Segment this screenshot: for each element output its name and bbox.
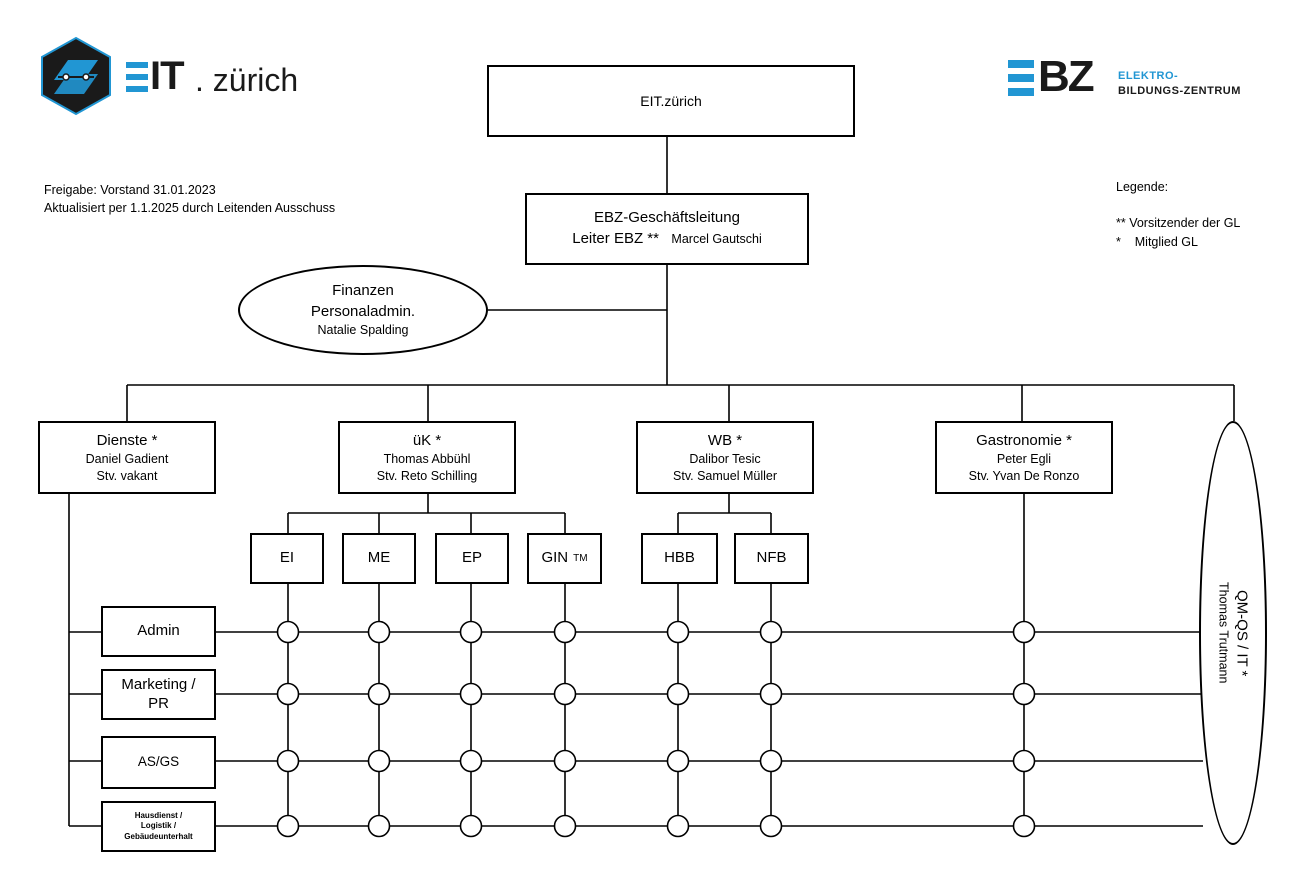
service-label: Hausdienst / Logistik / Gebäudeunterhalt xyxy=(124,810,193,841)
ebz-logo-letters: BZ xyxy=(1038,52,1095,101)
sub-unit-label: HBB xyxy=(664,549,695,567)
matrix-node xyxy=(367,749,391,773)
sub-unit-label: NFB xyxy=(756,549,787,567)
department-deputy: Stv. Samuel Müller xyxy=(673,468,777,483)
qm-name: Thomas Trutmann xyxy=(1216,582,1231,684)
department-head: Dalibor Tesic xyxy=(689,451,761,466)
matrix-node xyxy=(1012,620,1036,644)
matrix-node xyxy=(759,620,783,644)
qm-text: QM-QS / IT * Thomas Trutmann xyxy=(1214,582,1251,683)
management-box: EBZ-Geschäftsleitung Leiter EBZ ** Marce… xyxy=(525,193,809,265)
legend: Legende: ** Vorsitzender der GL * Mitgli… xyxy=(1116,160,1240,269)
service-as-gs: AS/GS xyxy=(101,736,216,789)
top-box-title: EIT.zürich xyxy=(640,92,702,109)
matrix-node xyxy=(759,682,783,706)
service-marketing-pr: Marketing / PR xyxy=(101,669,216,720)
eit-logo-prefix: IT xyxy=(150,54,185,98)
service-label: AS/GS xyxy=(137,754,180,770)
department-head: Daniel Gadient xyxy=(85,451,169,466)
eit-logo-bars xyxy=(126,62,148,92)
sub-unit-hbb: HBB xyxy=(641,533,718,584)
sub-unit-ep: EP xyxy=(435,533,509,584)
management-title: EBZ-Geschäftsleitung xyxy=(594,209,740,227)
matrix-node xyxy=(666,749,690,773)
sub-unit-gin: GIN TM xyxy=(527,533,602,584)
matrix-node xyxy=(553,814,577,838)
sub-unit-label: EI xyxy=(279,549,295,567)
ebz-logo-bars xyxy=(1008,60,1034,96)
matrix-node xyxy=(1012,749,1036,773)
ebz-logo-line2: BILDUNGS-ZENTRUM xyxy=(1118,85,1241,97)
sub-unit-ei: EI xyxy=(250,533,324,584)
department-head: Thomas Abbühl xyxy=(383,451,471,466)
matrix-node xyxy=(367,814,391,838)
department-deputy: Stv. vakant xyxy=(96,468,158,483)
service-label: Marketing / PR xyxy=(121,675,196,712)
eit-logo-suffix: . zürich xyxy=(195,62,299,98)
eit-logo: IT . zürich xyxy=(40,36,310,116)
matrix-node xyxy=(276,620,300,644)
sub-unit-label: EP xyxy=(461,549,482,567)
matrix-node xyxy=(459,682,483,706)
sub-unit-trademark: TM xyxy=(573,552,588,564)
service-hausdienst: Hausdienst / Logistik / Gebäudeunterhalt xyxy=(101,801,216,852)
sub-unit-me: ME xyxy=(342,533,416,584)
qm-ellipse: QM-QS / IT * Thomas Trutmann xyxy=(1199,421,1267,845)
matrix-node xyxy=(276,814,300,838)
sub-unit-nfb: NFB xyxy=(734,533,809,584)
sub-unit-label: GIN xyxy=(541,549,569,567)
management-name: Marcel Gautschi xyxy=(671,232,762,247)
matrix-node xyxy=(553,749,577,773)
department-deputy: Stv. Yvan De Ronzo xyxy=(968,468,1080,483)
matrix-node xyxy=(666,682,690,706)
matrix-node xyxy=(1012,814,1036,838)
legend-items: ** Vorsitzender der GL * Mitglied GL xyxy=(1116,216,1241,249)
department-gastronomie: Gastronomie * Peter Egli Stv. Yvan De Ro… xyxy=(935,421,1113,494)
matrix-node xyxy=(759,749,783,773)
department-title: üK * xyxy=(412,431,442,449)
department-deputy: Stv. Reto Schilling xyxy=(376,468,478,483)
legend-title: Legende: xyxy=(1116,180,1169,195)
department-uek: üK * Thomas Abbühl Stv. Reto Schilling xyxy=(338,421,516,494)
top-box-eit: EIT.zürich xyxy=(487,65,855,137)
eit-logo-icon xyxy=(41,36,111,116)
finance-name: Natalie Spalding xyxy=(317,322,409,337)
approval-note: Freigabe: Vorstand 31.01.2023 Aktualisie… xyxy=(44,183,336,216)
finance-line1: Finanzen xyxy=(332,282,394,300)
matrix-node xyxy=(553,682,577,706)
matrix-node xyxy=(666,620,690,644)
matrix-node xyxy=(276,682,300,706)
department-title: Gastronomie * xyxy=(976,431,1072,449)
department-title: WB * xyxy=(707,431,743,449)
service-admin: Admin xyxy=(101,606,216,657)
department-wb: WB * Dalibor Tesic Stv. Samuel Müller xyxy=(636,421,814,494)
service-label: Admin xyxy=(137,622,180,640)
qm-title: QM-QS / IT * xyxy=(1233,589,1251,677)
matrix-node xyxy=(666,814,690,838)
matrix-node xyxy=(276,749,300,773)
matrix-node xyxy=(367,620,391,644)
department-dienste: Dienste * Daniel Gadient Stv. vakant xyxy=(38,421,216,494)
matrix-node xyxy=(759,814,783,838)
ebz-logo: BZ ELEKTRO- BILDUNGS-ZENTRUM xyxy=(1008,52,1268,101)
management-role: Leiter EBZ ** xyxy=(572,230,659,248)
sub-unit-label: ME xyxy=(367,549,391,567)
department-title: Dienste * xyxy=(96,431,158,449)
matrix-node xyxy=(459,620,483,644)
matrix-node xyxy=(1012,682,1036,706)
matrix-node xyxy=(553,620,577,644)
finance-line2: Personaladmin. xyxy=(310,302,416,320)
matrix-node xyxy=(459,749,483,773)
department-head: Peter Egli xyxy=(996,451,1052,466)
ebz-logo-line1: ELEKTRO- xyxy=(1118,70,1179,82)
finance-ellipse: Finanzen Personaladmin. Natalie Spalding xyxy=(238,265,488,355)
management-line: Leiter EBZ ** Marcel Gautschi xyxy=(572,228,761,250)
matrix-node xyxy=(459,814,483,838)
matrix-node xyxy=(367,682,391,706)
